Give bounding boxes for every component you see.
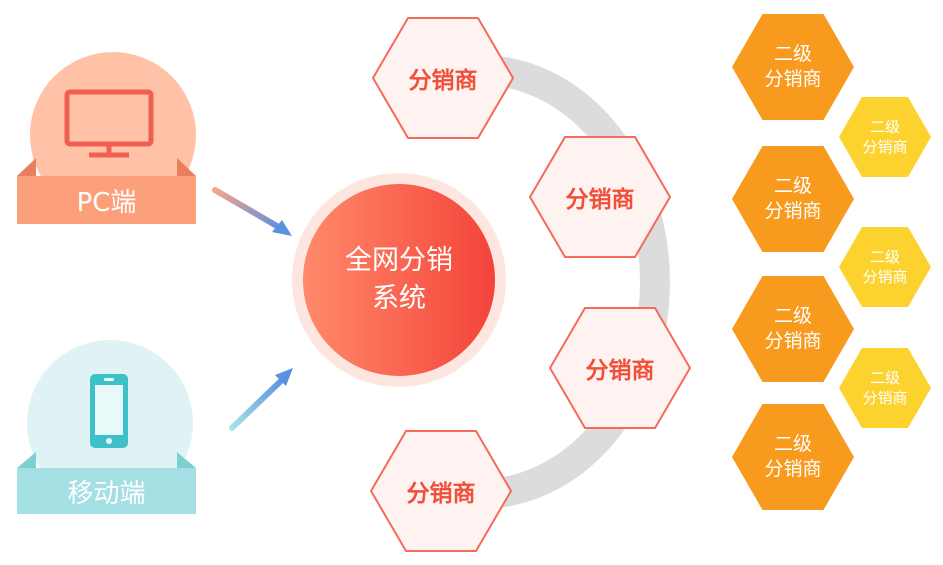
secondary-distributor-hex-small <box>839 227 931 307</box>
mobile-source <box>17 340 196 514</box>
distributor-hex <box>369 430 513 552</box>
pc-label: PC端 <box>76 187 137 218</box>
secondary-distributor-hex-small <box>839 348 931 428</box>
pc-box-flap-right <box>177 158 196 176</box>
secondary-distributor-hex <box>732 404 854 510</box>
pc-box-flap <box>17 158 36 176</box>
mobile-box-flap <box>17 452 36 468</box>
mobile-box-flap-right <box>177 452 196 468</box>
monitor-icon <box>64 89 154 158</box>
distributor-arc <box>479 55 670 509</box>
pc-box <box>17 176 196 224</box>
secondary-distributor-hex-small <box>839 97 931 177</box>
arrow-mobile-to-center <box>229 368 293 431</box>
secondary-distributor-hex <box>732 276 854 382</box>
phone-icon <box>90 374 128 448</box>
secondary-distributor-hex <box>732 14 854 120</box>
mobile-box <box>17 468 196 514</box>
center-circle <box>303 184 495 376</box>
secondary-distributor-hex <box>732 146 854 252</box>
center-system <box>292 173 506 387</box>
distributor-hex <box>371 17 515 139</box>
distributor-hex <box>548 307 692 429</box>
pc-source <box>17 52 196 224</box>
arrow-pc-to-center <box>212 187 292 236</box>
distributor-hex <box>528 136 672 258</box>
mobile-label: 移动端 <box>67 478 146 509</box>
